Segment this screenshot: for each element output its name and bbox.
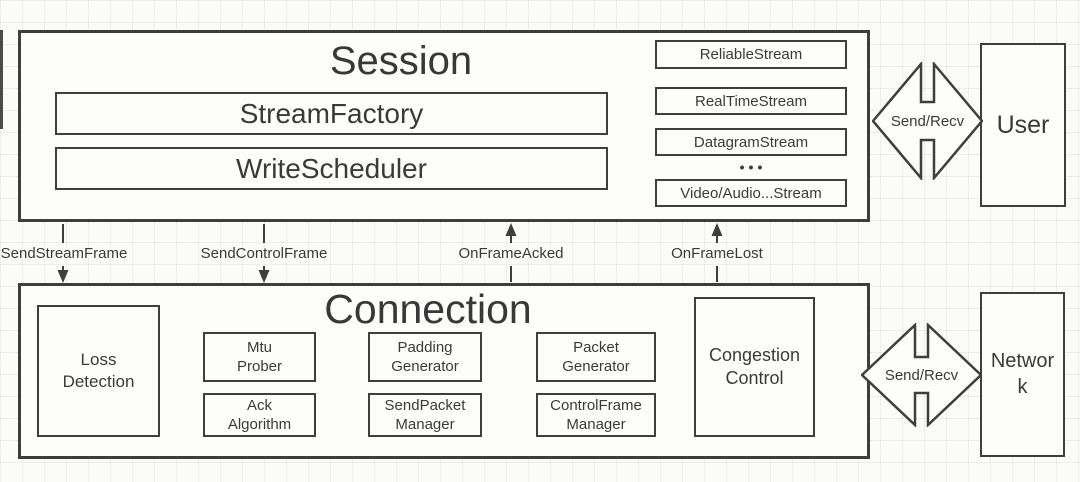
down-arrow-icon bbox=[57, 270, 69, 283]
stream-factory-box: StreamFactory bbox=[55, 92, 608, 135]
realtime-stream-box: RealTimeStream bbox=[655, 87, 847, 115]
streams-ellipsis: ••• bbox=[739, 159, 767, 175]
network-box: Networ k bbox=[980, 292, 1065, 457]
down-arrow-icon bbox=[258, 270, 270, 283]
on-frame-acked-label: OnFrameAcked bbox=[458, 245, 564, 262]
padding-generator-box: Padding Generator bbox=[368, 332, 482, 382]
mtu-prober-box: Mtu Prober bbox=[203, 332, 316, 382]
screen-edge-artifact bbox=[0, 30, 3, 129]
send-control-frame-label: SendControlFrame bbox=[200, 245, 328, 262]
send-recv-label: Send/Recv bbox=[884, 366, 959, 384]
send-recv-arrow-bottom: Send/Recv bbox=[861, 323, 982, 427]
congestion-control-box: Congestion Control bbox=[694, 297, 815, 437]
user-box: User bbox=[980, 43, 1066, 207]
up-arrow-icon bbox=[505, 223, 517, 236]
send-stream-frame-label: SendStreamFrame bbox=[0, 245, 128, 262]
loss-detection-box: Loss Detection bbox=[37, 305, 160, 437]
ack-algorithm-box: Ack Algorithm bbox=[203, 393, 316, 437]
datagram-stream-box: DatagramStream bbox=[655, 128, 847, 156]
controlframe-manager-box: ControlFrame Manager bbox=[536, 393, 656, 437]
sendpacket-manager-box: SendPacket Manager bbox=[368, 393, 482, 437]
up-arrow-icon bbox=[711, 223, 723, 236]
session-title: Session bbox=[329, 39, 473, 83]
send-recv-label: Send/Recv bbox=[890, 112, 965, 130]
send-recv-arrow-top: Send/Recv bbox=[872, 62, 983, 180]
reliable-stream-box: ReliableStream bbox=[655, 40, 847, 69]
video-audio-stream-box: Video/Audio...Stream bbox=[655, 179, 847, 207]
double-arrow-icon bbox=[861, 323, 982, 427]
double-arrow-icon bbox=[872, 62, 983, 180]
on-frame-lost-label: OnFrameLost bbox=[671, 245, 763, 262]
write-scheduler-box: WriteScheduler bbox=[55, 147, 608, 190]
connection-title: Connection bbox=[324, 286, 532, 332]
packet-generator-box: Packet Generator bbox=[536, 332, 656, 382]
